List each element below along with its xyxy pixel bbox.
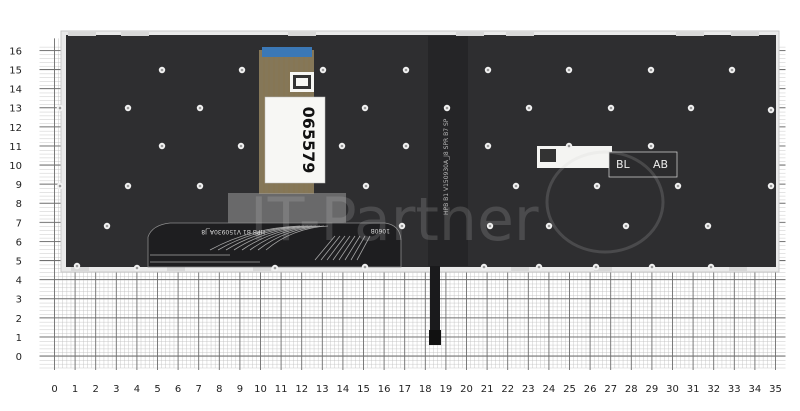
top-clip [121,32,149,36]
y-tick-label: 3 [16,295,22,306]
barcode-sticker [264,96,326,184]
y-tick-label: 7 [16,218,22,229]
x-tick-label: 14 [337,384,350,395]
x-tick-label: 34 [749,384,762,395]
x-tick-label: 30 [666,384,679,395]
x-tick-label: 0 [51,384,57,395]
x-tick-label: 5 [154,384,160,395]
sticker-number: 065579 [299,107,318,174]
x-tick-label: 4 [134,384,140,395]
x-tick-label: 17 [398,384,411,395]
x-tick-label: 27 [604,384,617,395]
x-tick-label: 35 [769,384,782,395]
x-tick-label: 24 [543,384,556,395]
x-tick-label: 7 [196,384,202,395]
y-tick-label: 15 [9,66,22,77]
y-tick-label: 1 [16,333,22,344]
x-tick-label: 31 [687,384,700,395]
x-tick-label: 22 [501,384,514,395]
top-clip [506,32,534,36]
top-clip [456,32,484,36]
ab-label: AB [653,158,668,171]
y-tick-label: 10 [9,161,22,172]
bottom-clip [253,267,271,271]
tape-patch [228,193,346,227]
y-tick-label: 5 [16,257,22,268]
center-cable-channel [428,36,468,266]
bottom-clip [594,267,612,271]
y-tick-label: 13 [9,104,22,115]
x-tick-label: 1 [72,384,78,395]
y-tick-label: 6 [16,237,22,248]
x-tick-label: 9 [237,384,243,395]
x-tick-label: 19 [440,384,453,395]
ribbon-connector [429,330,441,345]
x-tick-label: 13 [316,384,329,395]
ribbon-print: HPB B1 V150930A_J8 SPR B7 SP [443,118,450,215]
x-tick-label: 33 [728,384,741,395]
y-tick-label: 16 [9,46,22,57]
top-clip [731,32,759,36]
y-tick-label: 0 [16,352,22,363]
bottom-clip [511,267,529,271]
x-tick-label: 26 [584,384,597,395]
x-tick-label: 29 [646,384,659,395]
bottom-clip [71,267,89,271]
y-tick-label: 14 [9,85,22,96]
y-tick-label: 12 [9,123,22,134]
y-tick-label: 9 [16,180,22,191]
y-tick-label: 8 [16,199,22,210]
x-tick-label: 18 [419,384,432,395]
x-tick-label: 10 [254,384,267,395]
bl-ab-plate [608,151,678,178]
x-tick-label: 12 [295,384,308,395]
x-tick-label: 25 [563,384,576,395]
top-clip [676,32,704,36]
mounting-clips [68,32,759,271]
x-tick-label: 15 [357,384,370,395]
y-tick-label: 2 [16,314,22,325]
x-tick-label: 23 [522,384,535,395]
sticker-barcode [290,72,314,92]
watermark-text: IT-Partner [250,185,539,255]
watermark-logo [545,150,665,254]
x-tick-label: 6 [175,384,181,395]
x-tick-label: 16 [378,384,391,395]
sticker-qr-icon [540,149,556,162]
flex-traces [150,225,371,263]
top-clip [288,32,316,36]
flex-circuit [147,222,402,268]
x-tick-label: 11 [275,384,288,395]
backlight-leds [56,66,775,272]
x-tick-label: 32 [707,384,720,395]
x-tick-label: 20 [460,384,473,395]
x-tick-label: 8 [216,384,222,395]
top-clip [68,32,96,36]
flex-print-2: 1060B [371,227,390,234]
bottom-clip [167,267,185,271]
x-tick-label: 21 [481,384,494,395]
y-tick-label: 11 [9,142,22,153]
flex-print: HPB B1 V150930A_J8 [201,228,265,235]
bottom-clip [729,267,747,271]
x-tick-label: 28 [625,384,638,395]
x-tick-label: 3 [113,384,119,395]
backlight-ribbon-tail [430,266,440,343]
ribbon-blue-connector [262,47,312,57]
x-tick-label: 2 [93,384,99,395]
bl-label: BL [616,158,631,171]
y-tick-label: 4 [16,276,22,287]
